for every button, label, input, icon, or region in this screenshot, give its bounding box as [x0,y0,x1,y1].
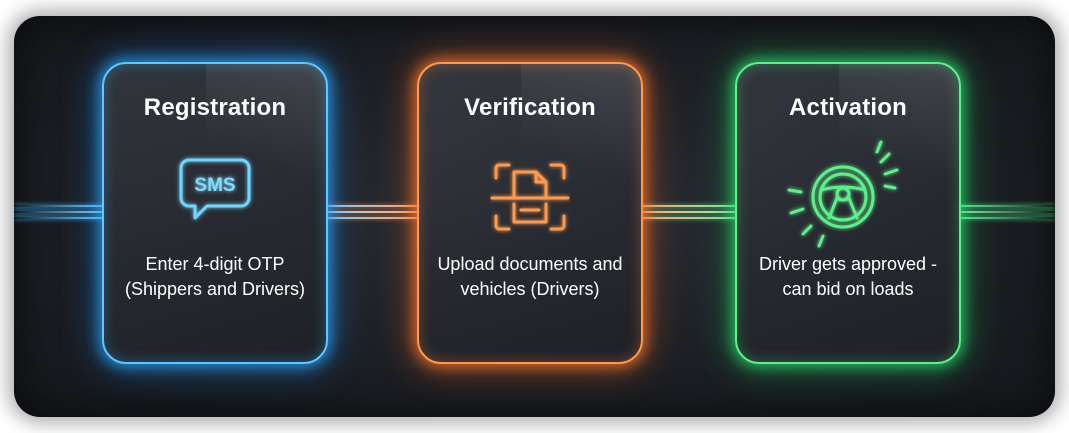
connector-left [14,203,104,221]
step-description: Enter 4-digit OTP (Shippers and Drivers) [124,254,306,299]
step-card-activation: Activation [735,62,961,364]
document-scan-icon [490,160,570,241]
sms-chat-bubble-icon: SMS [175,154,255,231]
connector-right [958,203,1055,221]
step-description: Upload documents and vehicles (Drivers) [437,254,623,299]
step-card-verification: Verification [417,62,643,364]
connector-verification-activation [641,203,737,221]
flow-panel: Registration SMS Enter 4-digit OTP (Ship… [14,16,1055,417]
steering-wheel-icon [783,134,913,259]
step-card-registration: Registration SMS Enter 4-digit OTP (Ship… [102,62,328,364]
step-title: Verification [464,94,596,121]
step-title: Activation [788,94,907,121]
step-description: Driver gets approved - can bid on loads [758,254,938,299]
connector-registration-verification [326,203,420,221]
sms-icon-label: SMS [194,175,235,196]
step-title: Registration [143,94,287,121]
